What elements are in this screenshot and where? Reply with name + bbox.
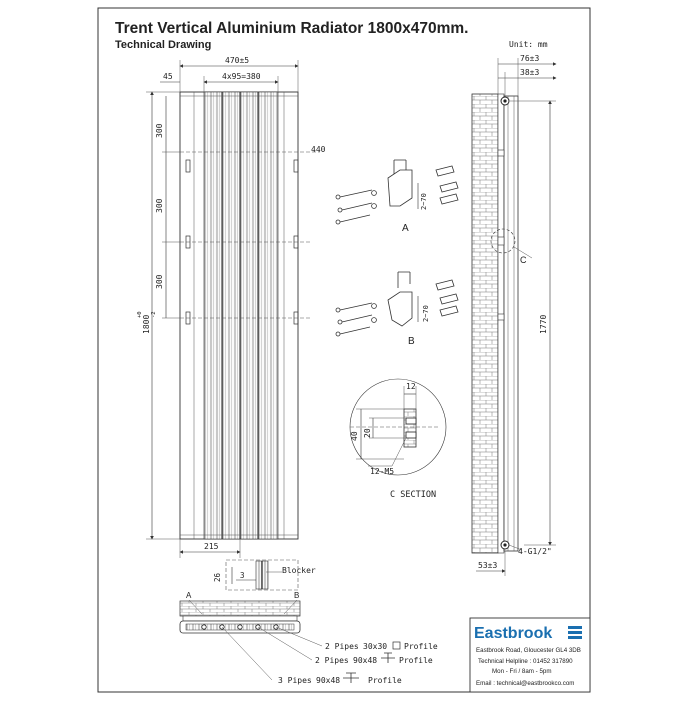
c-inner-dim: 20 xyxy=(363,428,372,438)
legend-row-3: 3 Pipes 90x48 Profile xyxy=(278,672,402,685)
legend-3-suffix: Profile xyxy=(368,676,402,685)
bottom-dim: 215 xyxy=(204,542,219,551)
c-section-title: C SECTION xyxy=(390,490,436,500)
front-view-dimensions: 470±5 4x95=380 45 300 300 300 1800 +0 -2… xyxy=(137,56,326,558)
legend-1-suffix: Profile xyxy=(404,642,438,651)
c-outer-dim: 40 xyxy=(350,431,359,441)
company-email: Email : technical@eastbrookco.com xyxy=(476,680,574,687)
t-profile-icon xyxy=(343,672,359,683)
legend-row-2: 2 Pipes 90x48 Profile xyxy=(315,652,433,665)
drawing-title: Trent Vertical Aluminium Radiator 1800x4… xyxy=(115,20,468,37)
plan-label-b: B xyxy=(294,591,299,600)
company-hours: Mon - Fri / 8am - 5pm xyxy=(492,668,551,675)
c-section-detail: 12 40 20 12-M5 C SECTION xyxy=(349,378,447,500)
sheet-border xyxy=(97,7,591,693)
section-marker: C xyxy=(520,255,527,265)
legend-3-count: 3 Pipes xyxy=(278,676,312,685)
company-name: Eastbrook xyxy=(474,625,552,642)
bracket-a-label: A xyxy=(402,223,409,234)
unit-label: Unit: mm xyxy=(509,40,548,49)
centre-dim: 1770 xyxy=(539,315,548,334)
legend-1-size: 30x30 xyxy=(363,642,387,651)
bracket-spacing-1: 300 xyxy=(155,123,164,138)
height-tol-upper: +0 xyxy=(137,311,143,318)
legend-2-count: 2 Pipes xyxy=(315,656,349,665)
legend-2-size: 90x48 xyxy=(353,656,377,665)
width-dim: 470±5 xyxy=(225,56,249,65)
bracket-spacing-3: 300 xyxy=(155,274,164,289)
legend-row-1: 2 Pipes 30x30 Profile xyxy=(325,641,438,651)
legend-2-suffix: Profile xyxy=(399,656,433,665)
bracket-a-slot-dim: 2~70 xyxy=(420,193,428,210)
bracket-b-slot-dim: 2~70 xyxy=(422,305,430,322)
square-profile-icon xyxy=(392,641,401,650)
front-view xyxy=(179,91,320,540)
plan-view: A B xyxy=(179,591,323,681)
edge-dim: 45 xyxy=(163,72,173,81)
c-top-dim: 12 xyxy=(406,382,416,391)
company-address: Eastbrook Road, Gloucester GL4 3DB xyxy=(476,647,581,654)
pitch-dim: 4x95=380 xyxy=(222,72,261,81)
profile-dim-26: 26 xyxy=(213,572,222,582)
eastbrook-logo-icon xyxy=(568,626,582,639)
profile-dim-3: 3 xyxy=(240,571,245,580)
thread-label: 12-M5 xyxy=(370,467,394,476)
bracket-height-dim: 440 xyxy=(311,145,326,154)
drawing-subtitle: Technical Drawing xyxy=(115,39,211,51)
depth-dim: 76±3 xyxy=(520,54,539,63)
company-info-box: Eastbrook Eastbrook Road, Gloucester GL4… xyxy=(469,617,591,693)
height-tol-lower: -2 xyxy=(151,311,157,318)
profile-detail: 26 3 Blocker xyxy=(213,559,316,591)
bracket-spacing-2: 300 xyxy=(155,198,164,213)
wall-gap-dim: 38±3 xyxy=(520,68,539,77)
t-profile-icon xyxy=(381,652,395,663)
blocker-label: Blocker xyxy=(282,566,316,575)
legend-3-size: 90x48 xyxy=(316,676,340,685)
plan-label-a: A xyxy=(186,591,192,600)
side-view xyxy=(471,93,533,554)
bracket-b-detail: 2~70 B xyxy=(335,271,459,347)
legend-1-count: 2 Pipes xyxy=(325,642,359,651)
company-helpline: Technical Helpline : 01452 317890 xyxy=(478,658,573,665)
bottom-offset-dim: 53±3 xyxy=(478,561,497,570)
bracket-b-label: B xyxy=(408,336,415,347)
bracket-a-detail: 2~70 A xyxy=(335,159,459,234)
height-dim: 1800 xyxy=(142,315,151,334)
side-view-dimensions: 76±3 38±3 1770 C 53±3 4-G1/2" xyxy=(476,54,557,576)
plan-legend: 2 Pipes 30x30 Profile 2 Pipes 90x48 Prof… xyxy=(278,641,438,685)
connection-label: 4-G1/2" xyxy=(518,547,552,556)
